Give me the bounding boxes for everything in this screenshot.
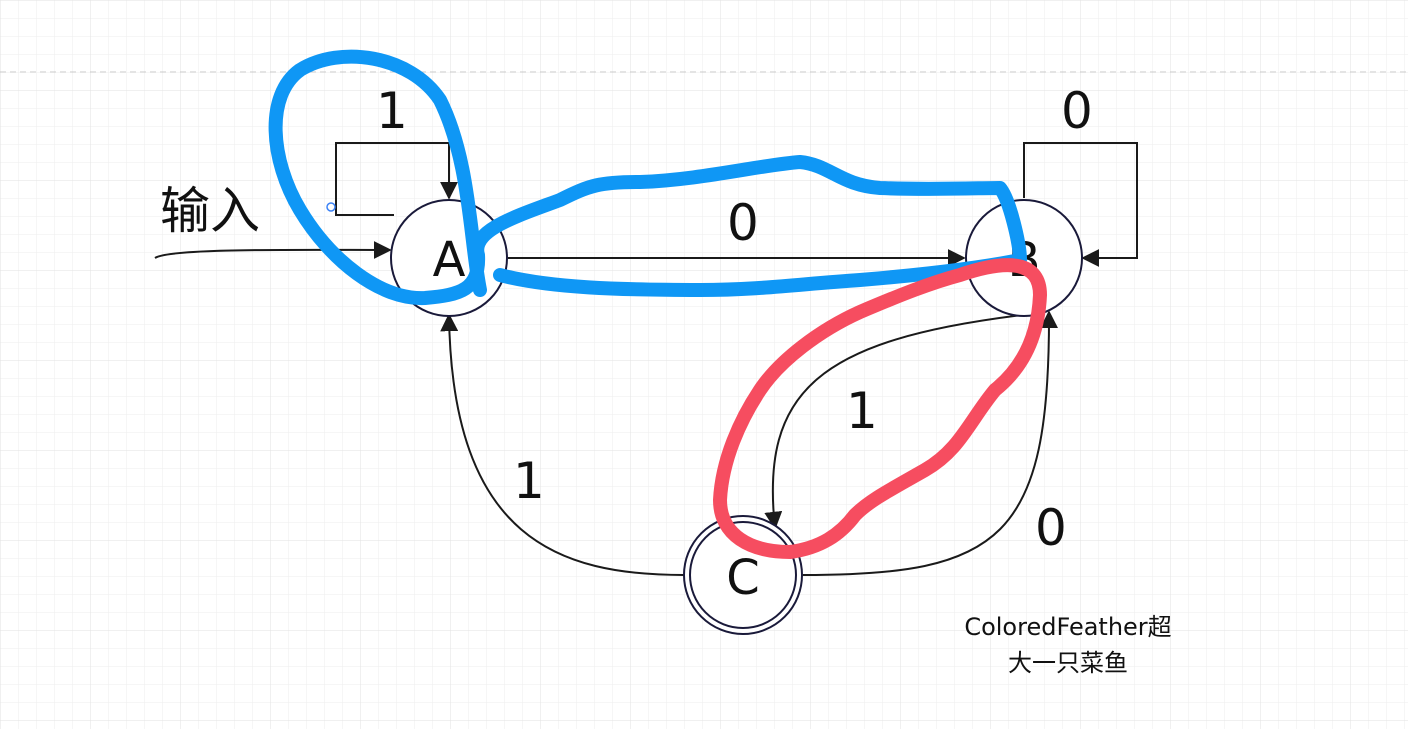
edge-label-c-b: 0 bbox=[1035, 499, 1067, 557]
red-annotation bbox=[713, 258, 1047, 559]
input-arrow bbox=[154, 240, 392, 259]
edge-c-b bbox=[802, 310, 1059, 576]
state-c-label: C bbox=[726, 550, 760, 606]
edge-c-a bbox=[440, 313, 685, 576]
state-c-inner-circle bbox=[689, 521, 797, 629]
watermark-line-2: 大一只菜鱼 bbox=[1008, 649, 1128, 677]
input-label: 输入 bbox=[160, 182, 260, 240]
edge-a-a bbox=[335, 142, 458, 216]
edge-label-b-c: 1 bbox=[846, 382, 878, 440]
edge-b-b bbox=[1023, 142, 1138, 267]
connector-handle[interactable] bbox=[326, 202, 336, 212]
edge-b-c bbox=[764, 314, 1023, 530]
watermark-line-1: ColoredFeather超 bbox=[964, 613, 1171, 641]
blue-annotation bbox=[268, 49, 1027, 306]
edge-label-a-b: 0 bbox=[727, 194, 759, 252]
edge-label-c-a: 1 bbox=[513, 452, 545, 510]
edge-label-b-b: 0 bbox=[1061, 82, 1093, 140]
state-a-label: A bbox=[433, 232, 466, 288]
edge-label-a-a: 1 bbox=[376, 82, 408, 140]
